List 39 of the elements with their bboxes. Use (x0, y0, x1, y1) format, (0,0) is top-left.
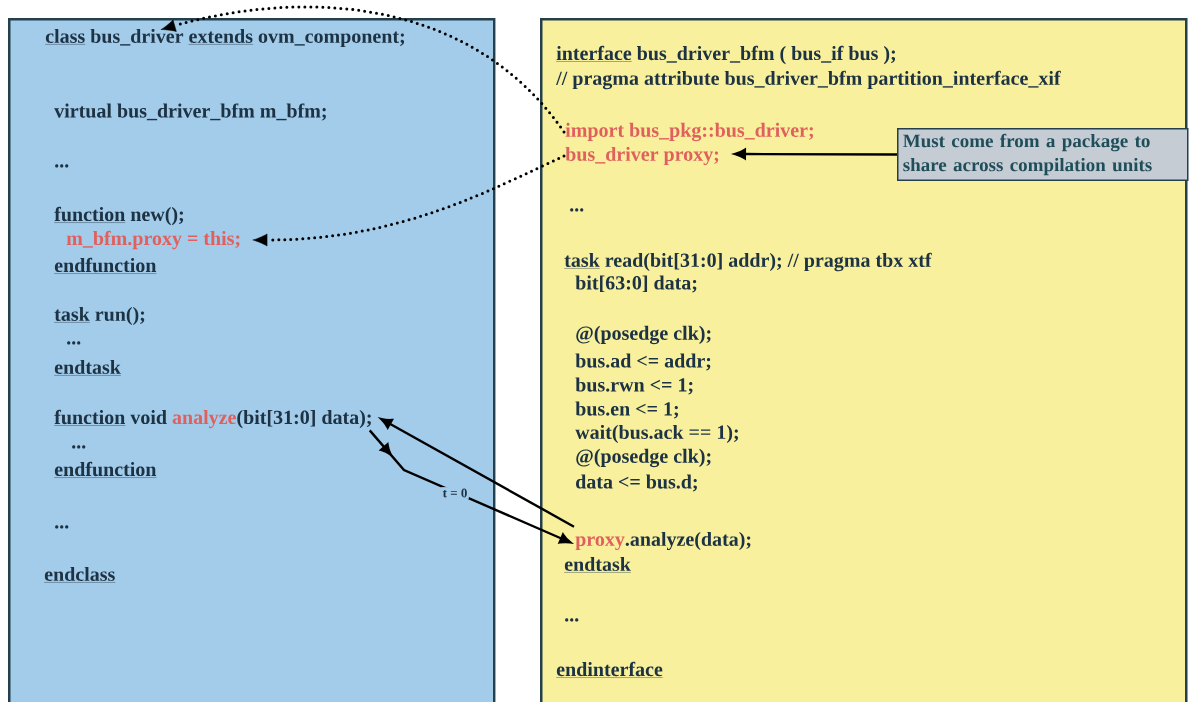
code-text: task run(); (54, 306, 145, 326)
code-text: @(posedge clk); (576, 325, 711, 345)
code-line: m_bfm.proxy = this; (66, 230, 240, 250)
code-text: ... (55, 164, 69, 168)
code-panel (8, 18, 496, 702)
code-text: bus.en <= 1; (575, 401, 679, 419)
code-text: ... (570, 208, 584, 212)
code-line: class bus_driver extends ovm_component; (45, 28, 405, 48)
code-text: bit[63:0] data; (575, 275, 697, 293)
arrow (253, 154, 566, 247)
arrow (161, 5, 566, 134)
code-line: proxy.analyze(data); (575, 531, 751, 551)
edge-label: t = 0 (441, 487, 469, 499)
code-text: bus.ad <= addr; (575, 353, 711, 371)
arrow (380, 417, 575, 528)
arrow (734, 148, 897, 160)
code-text: endfunction (54, 257, 157, 274)
code-text: @(posedge clk); (576, 448, 711, 468)
code-text: endtask (54, 359, 122, 376)
code-text: ... (67, 341, 81, 345)
code-text: endinterface (556, 661, 664, 678)
code-line: bus_driver proxy; (565, 146, 719, 166)
code-text: function new(); (54, 206, 184, 226)
arrow (368, 429, 572, 544)
code-text: endclass (44, 566, 116, 583)
code-line: import bus_pkg::bus_driver; (565, 122, 814, 142)
code-text: ... (565, 618, 579, 622)
code-text: endtask (564, 556, 632, 573)
code-text: endfunction (54, 461, 157, 478)
code-text: bus.rwn <= 1; (575, 377, 693, 395)
code-text: ... (55, 525, 69, 529)
code-text: virtual bus_driver_bfm m_bfm; (54, 103, 326, 121)
code-text: data <= bus.d; (576, 474, 697, 492)
code-text: wait(bus.ack == 1); (575, 424, 739, 444)
code-line: function void analyze(bit[31:0] data); (54, 409, 371, 429)
code-panel (540, 18, 1188, 702)
code-text: interface bus_driver_bfm ( bus_if bus ); (556, 45, 896, 65)
code-text: task read(bit[31:0] addr); // pragma tbx xtf (564, 252, 932, 272)
code-text: // pragma attribute bus_driver_bfm partition_interface_xif (556, 70, 1061, 90)
